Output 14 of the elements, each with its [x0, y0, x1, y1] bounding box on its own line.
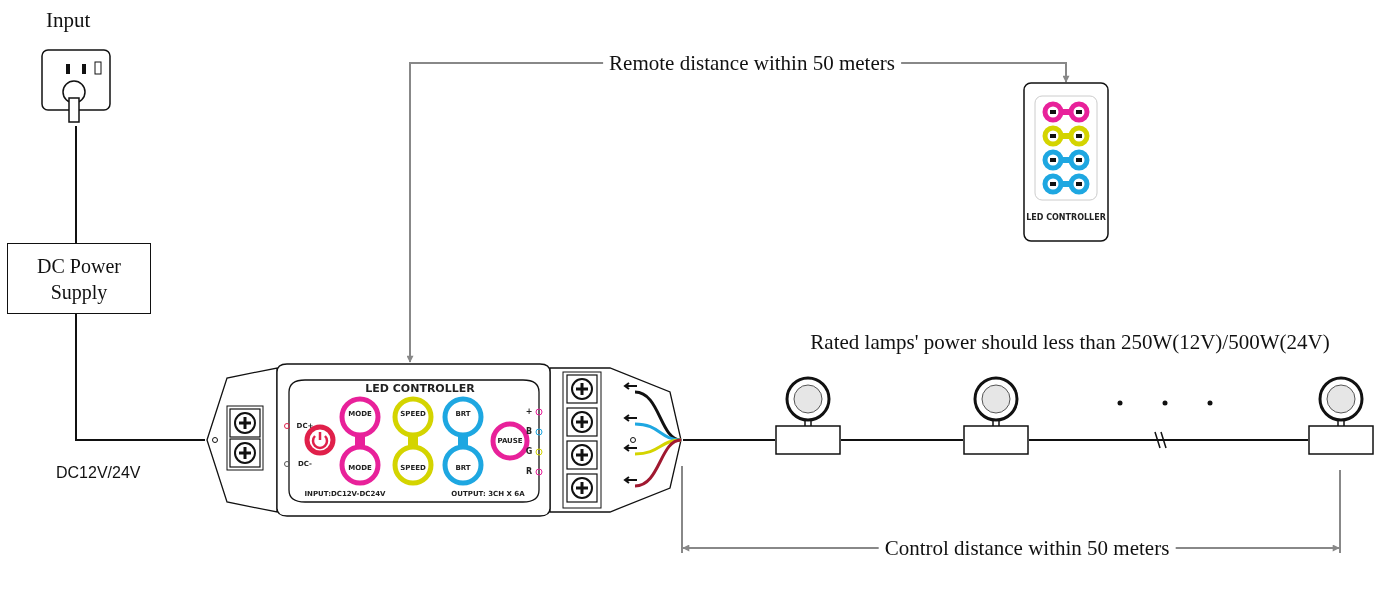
channel-label: B	[525, 428, 533, 436]
cable-line	[1028, 439, 1309, 441]
panel-title: LED CONTROLLER	[365, 382, 475, 394]
device-label: LED CONTROLLER	[1026, 214, 1106, 222]
cable-line	[75, 313, 206, 441]
channel-label: R	[525, 468, 533, 476]
cable-line	[840, 439, 964, 441]
power-supply-box	[7, 243, 151, 314]
caption-text: Input	[46, 8, 91, 33]
cable-line	[75, 125, 77, 244]
cable-line	[682, 439, 776, 441]
channel-label: +	[525, 408, 533, 416]
box-label: DC Power Supply	[36, 253, 122, 305]
channel-label: G	[525, 448, 533, 456]
